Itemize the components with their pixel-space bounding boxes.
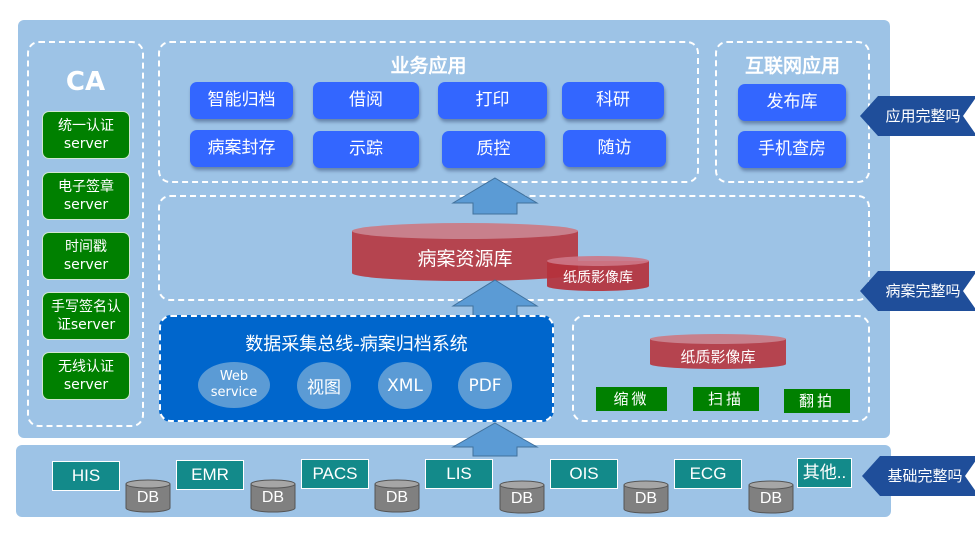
db-label: DB bbox=[510, 490, 534, 507]
ca-server-sub: server bbox=[63, 257, 109, 273]
flag-label: 基础完整吗 bbox=[887, 467, 963, 485]
db-label: DB bbox=[385, 489, 409, 506]
app-button-tracking[interactable]: 示踪 bbox=[313, 131, 419, 168]
ca-title: CA bbox=[65, 67, 106, 97]
app-button-record-seal[interactable]: 病案封存 bbox=[190, 130, 293, 167]
system-his[interactable]: HIS bbox=[52, 461, 120, 491]
database-icon bbox=[125, 479, 171, 513]
db-label: DB bbox=[759, 490, 783, 507]
db-cylinder: DB bbox=[250, 479, 296, 513]
paper-image-group bbox=[572, 315, 870, 422]
method-microfilm[interactable]: 缩微 bbox=[596, 387, 667, 411]
format-sub: service bbox=[210, 385, 258, 400]
data-bus-title: 数据采集总线-病案归档系统 bbox=[245, 334, 468, 355]
ca-server-sub: server bbox=[63, 136, 109, 152]
internet-apps-title: 互联网应用 bbox=[744, 55, 840, 77]
format-pdf[interactable]: PDF bbox=[458, 362, 512, 409]
chevron-flag-icon bbox=[860, 271, 975, 311]
format-label: Web bbox=[219, 369, 249, 384]
flag-record-complete: 病案完整吗 bbox=[860, 271, 975, 311]
ca-server-label: 时间戳 bbox=[65, 239, 107, 255]
business-apps-title: 业务应用 bbox=[390, 55, 467, 77]
app-button-follow-up[interactable]: 随访 bbox=[563, 130, 666, 167]
db-cylinder: DB bbox=[623, 480, 669, 514]
format-label: XML bbox=[387, 375, 423, 396]
db-cylinder: DB bbox=[748, 480, 794, 514]
system-pacs[interactable]: PACS bbox=[301, 459, 369, 489]
ca-group: CA bbox=[27, 41, 144, 427]
db-cylinder: DB bbox=[499, 480, 545, 514]
app-button-quality-control[interactable]: 质控 bbox=[442, 131, 545, 168]
system-other[interactable]: 其他.. bbox=[797, 458, 852, 488]
database-icon bbox=[748, 480, 794, 514]
up-arrow-icon bbox=[451, 422, 539, 457]
flag-base-complete: 基础完整吗 bbox=[862, 456, 975, 496]
chevron-flag-icon bbox=[862, 456, 975, 496]
format-web-service[interactable]: Web service bbox=[198, 362, 270, 408]
up-arrow-icon bbox=[451, 177, 539, 215]
ca-server-timestamp[interactable]: 时间戳 server bbox=[42, 232, 130, 280]
app-button-borrow[interactable]: 借阅 bbox=[313, 82, 419, 119]
db-label: DB bbox=[136, 489, 160, 506]
format-xml[interactable]: XML bbox=[378, 362, 432, 409]
format-label: PDF bbox=[468, 375, 502, 396]
system-lis[interactable]: LIS bbox=[425, 459, 493, 489]
flag-label: 应用完整吗 bbox=[885, 107, 961, 125]
chevron-flag-icon bbox=[860, 96, 975, 136]
up-arrow-icon bbox=[451, 279, 539, 319]
ca-server-e-signature[interactable]: 电子签章 server bbox=[42, 172, 130, 220]
db-cylinder: DB bbox=[374, 479, 420, 513]
ca-server-handwritten-signature[interactable]: 手写签名认 证server bbox=[42, 292, 130, 340]
ca-server-unified-auth[interactable]: 统一认证 server bbox=[42, 111, 130, 159]
ca-server-wireless-auth[interactable]: 无线认证 server bbox=[42, 352, 130, 400]
format-label: 视图 bbox=[307, 378, 341, 398]
system-emr[interactable]: EMR bbox=[176, 460, 244, 490]
ca-server-sub: server bbox=[63, 197, 109, 213]
database-icon bbox=[623, 480, 669, 514]
format-view[interactable]: 视图 bbox=[297, 362, 351, 409]
app-button-print[interactable]: 打印 bbox=[438, 82, 547, 119]
paper-image-db-icon bbox=[650, 334, 786, 369]
paper-image-db-label: 纸质影像库 bbox=[563, 270, 633, 286]
database-icon bbox=[499, 480, 545, 514]
record-resource-db-icon bbox=[352, 223, 578, 281]
ca-server-sub: 证server bbox=[56, 317, 116, 333]
method-photograph[interactable]: 翻拍 bbox=[784, 389, 850, 413]
app-button-mobile-rounds[interactable]: 手机查房 bbox=[738, 131, 846, 168]
app-button-publish-library[interactable]: 发布库 bbox=[738, 84, 846, 121]
ca-server-sub: server bbox=[63, 377, 109, 393]
paper-image-db-icon bbox=[547, 256, 649, 291]
system-ecg[interactable]: ECG bbox=[674, 459, 742, 489]
database-icon bbox=[250, 479, 296, 513]
ca-server-label: 电子签章 bbox=[58, 179, 114, 195]
business-apps-group: 业务应用 bbox=[158, 41, 699, 183]
app-button-research[interactable]: 科研 bbox=[562, 82, 664, 119]
ca-server-label: 无线认证 bbox=[58, 359, 114, 375]
database-icon bbox=[374, 479, 420, 513]
app-button-smart-archive[interactable]: 智能归档 bbox=[190, 82, 293, 119]
ca-server-label: 手写签名认 bbox=[51, 299, 121, 315]
db-label: DB bbox=[261, 489, 285, 506]
flag-label: 病案完整吗 bbox=[885, 282, 961, 300]
db-cylinder: DB bbox=[125, 479, 171, 513]
paper-image-db-label: 纸质影像库 bbox=[680, 348, 756, 366]
db-label: DB bbox=[634, 490, 658, 507]
method-scan[interactable]: 扫描 bbox=[693, 387, 759, 411]
flag-app-complete: 应用完整吗 bbox=[860, 96, 975, 136]
ca-server-label: 统一认证 bbox=[58, 118, 114, 134]
system-ois[interactable]: OIS bbox=[550, 459, 618, 489]
record-resource-db-label: 病案资源库 bbox=[417, 248, 513, 270]
